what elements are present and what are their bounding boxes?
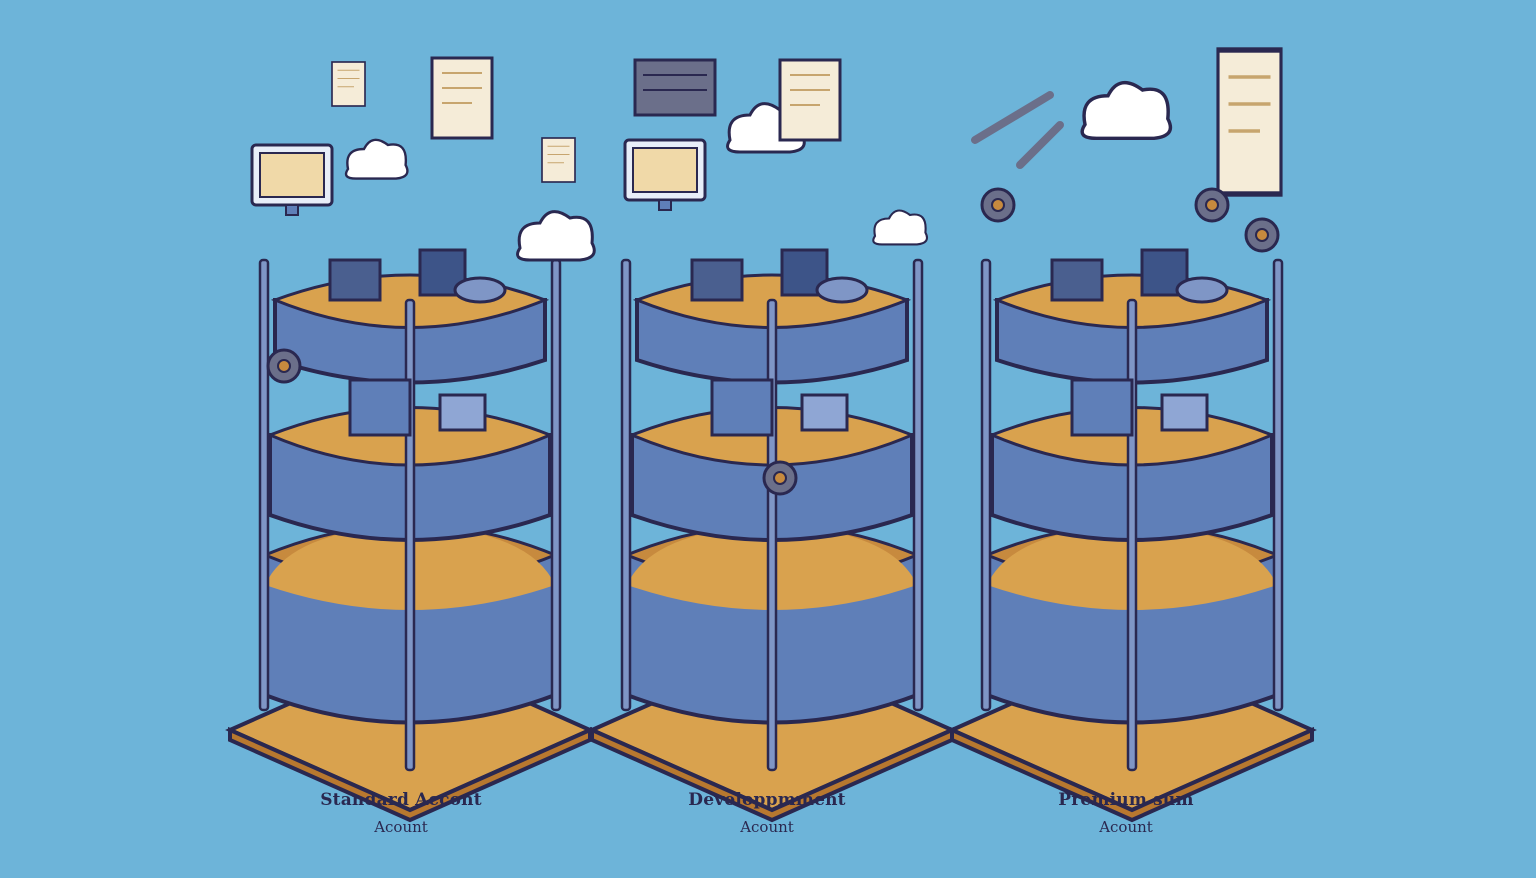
document-icon bbox=[331, 61, 366, 107]
gear-icon bbox=[1244, 217, 1280, 253]
document-icon bbox=[1218, 50, 1281, 194]
tier-title: Standard Accont bbox=[320, 790, 482, 810]
document-icon bbox=[778, 58, 842, 142]
tier-caption-development: Developpmment Acount bbox=[597, 790, 937, 836]
tier-caption-standard: Standard Accont Acount bbox=[231, 790, 571, 836]
tier-subtitle: Acount bbox=[1099, 818, 1153, 836]
gear-icon bbox=[1194, 187, 1230, 223]
cloud-icon bbox=[516, 210, 596, 262]
cloud-icon bbox=[1080, 80, 1173, 141]
monitor-icon bbox=[623, 138, 707, 212]
tower-premium bbox=[950, 248, 1314, 822]
tier-title: Premium sum bbox=[1058, 790, 1194, 810]
gear-icon bbox=[266, 348, 302, 384]
tier-title: Developpmment bbox=[688, 790, 846, 810]
cloud-icon bbox=[872, 209, 929, 246]
tower-development bbox=[590, 248, 954, 822]
tier-subtitle: Acount bbox=[740, 818, 794, 836]
tower-standard bbox=[228, 248, 592, 822]
document-icon bbox=[541, 137, 576, 183]
gear-icon bbox=[980, 187, 1016, 223]
cloud-icon bbox=[344, 138, 409, 180]
wrench-icon bbox=[971, 91, 1064, 169]
document-icon bbox=[430, 56, 494, 140]
tier-caption-premium: Premium sum Acount bbox=[956, 790, 1296, 836]
monitor-icon bbox=[250, 143, 334, 217]
book-icon bbox=[633, 58, 717, 117]
tier-subtitle: Acount bbox=[374, 818, 428, 836]
gear-icon bbox=[762, 460, 798, 496]
